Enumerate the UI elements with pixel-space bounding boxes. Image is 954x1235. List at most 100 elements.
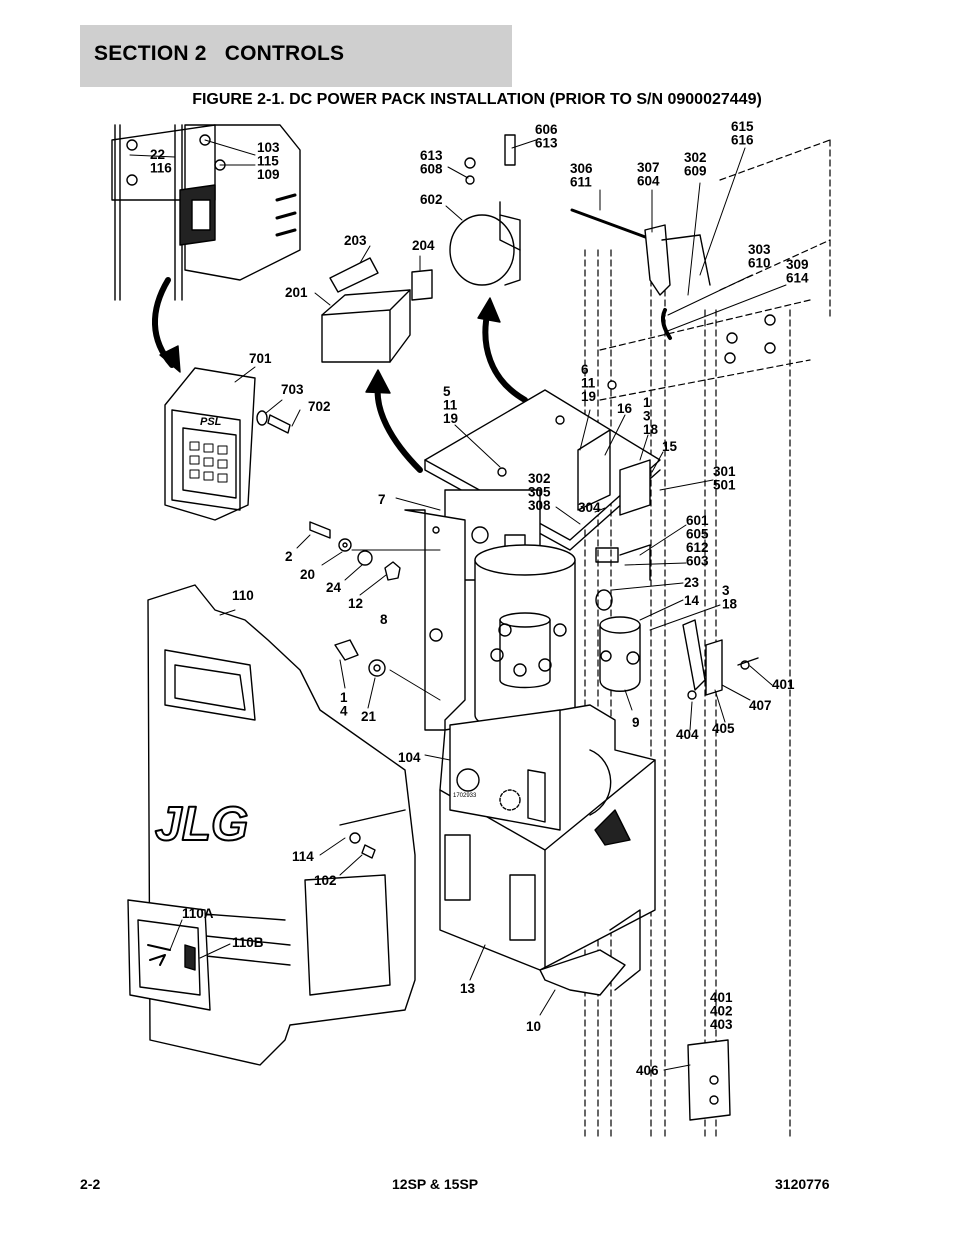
callout-line: 401 [710,990,733,1005]
callout-line: 204 [412,238,435,253]
callout-401: 401 [772,677,795,692]
callout-line: 24 [326,580,342,595]
callout-204: 204 [412,238,435,253]
callout-102: 102 [314,873,337,888]
callout-line: 302 [684,150,707,165]
callout-line: 403 [710,1017,733,1032]
callout-702: 702 [308,399,331,414]
callout-line: 13 [460,981,476,996]
callout-line: 19 [581,389,596,404]
keypad-brand: PSL [200,416,222,428]
arrow-beacon [482,307,528,403]
callout-line: 603 [686,554,709,569]
callout-line: 110 [232,588,254,603]
front-cover-110: JLG [147,584,416,1066]
assembly-leaders [351,549,441,701]
callout-line: 301 [713,464,736,479]
callout-line: 203 [344,233,367,248]
callout-line: 201 [285,285,308,300]
callout-line: 703 [281,382,304,397]
callout-line: 20 [300,567,315,582]
callout-line: 608 [420,162,443,177]
relay-14 [595,589,641,692]
base-10 [539,909,641,996]
callout-602: 602 [420,192,443,207]
callout-line: 309 [786,257,809,272]
callout-9: 9 [632,715,640,730]
callout-line: 12 [348,596,363,611]
callout-line: 110A [182,906,214,921]
callout-line: 21 [361,709,377,724]
callout-line: 115 [257,154,279,169]
callout-line: 614 [786,271,809,286]
arrow-cover [374,382,423,473]
switch-block-16 [577,429,651,581]
callout-2: 2 [285,549,293,564]
footer-doc-number: 3120776 [775,1176,830,1192]
callout-line: 308 [528,498,551,513]
callout-7: 7 [378,492,386,507]
callout-line: 5 [443,384,451,399]
callout-line: 104 [398,750,421,765]
callout-24: 24 [326,580,342,595]
callout-line: 114 [292,849,314,864]
callout-110A: 110A [182,906,214,921]
callout-16: 16 [617,401,633,416]
callout-line: 307 [637,160,660,175]
callout-line: 611 [570,175,592,190]
decal-110A-110B [127,899,211,1011]
callout-line: 602 [420,192,443,207]
callout-110B: 110B [232,935,264,950]
callout-line: 109 [257,167,280,182]
callout-line: 305 [528,485,551,500]
callout-line: 701 [249,351,272,366]
section-header-bar: SECTION 2 CONTROLS [80,25,512,87]
callout-line: 18 [722,597,738,612]
callout-line: 19 [443,411,458,426]
callout-line: 2 [285,549,293,564]
callout-110: 110 [232,588,254,603]
callout-line: 601 [686,513,709,528]
callout-12: 12 [348,596,363,611]
callout-line: 4 [340,704,348,719]
callout-line: 102 [314,873,337,888]
callout-line: 402 [710,1004,733,1019]
section-title: SECTION 2 CONTROLS [94,42,345,65]
callout-line: 1 [340,690,348,705]
callout-line: 606 [535,122,558,137]
callout-line: 116 [150,161,172,176]
callout-304: 304 [578,500,601,515]
callout-line: 1 [643,395,651,410]
callout-line: 11 [581,376,596,391]
callout-line: 407 [749,698,772,713]
footer-model: 12SP & 15SP [392,1176,479,1192]
mast-detail-top-left [111,124,301,301]
callout-line: 10 [526,1019,541,1034]
relay-cover [321,257,433,363]
callout-8: 8 [380,612,388,627]
callout-line: 23 [684,575,700,590]
callout-701: 701 [249,351,272,366]
callout-23: 23 [684,575,700,590]
bracket-405 [682,619,759,700]
callout-line: 404 [676,727,699,742]
callout-line: 304 [578,500,601,515]
callout-line: 306 [570,161,593,176]
callout-14: 14 [684,593,700,608]
callout-404: 404 [676,727,699,742]
beacon-light [449,134,521,286]
callout-21: 21 [361,709,377,724]
callout-line: 9 [632,715,640,730]
